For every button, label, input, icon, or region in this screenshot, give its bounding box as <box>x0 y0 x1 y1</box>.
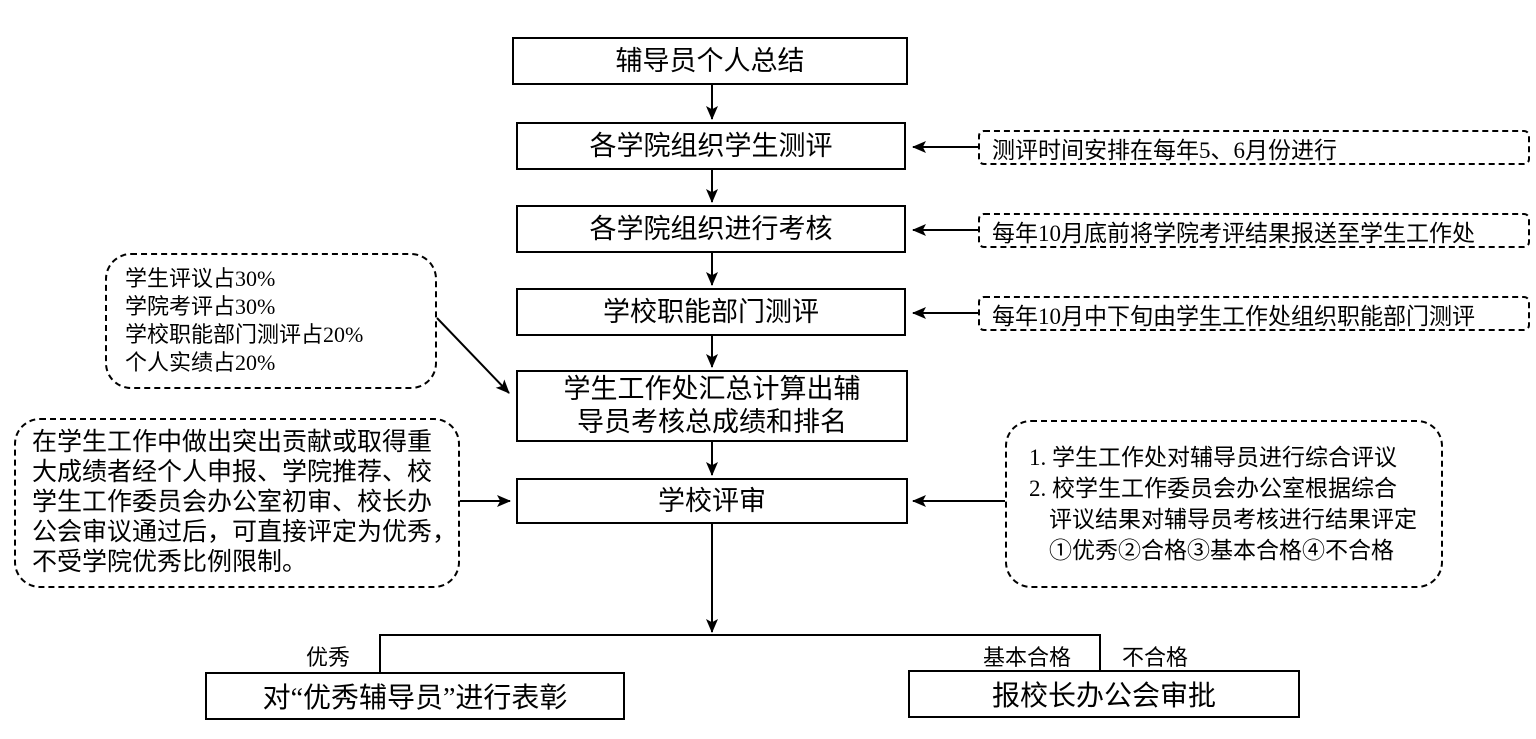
note-direct-excellent-line4: 公会审议通过后，可直接评定为优秀， <box>32 519 458 546</box>
note-weights-line3: 学校职能部门测评占20% <box>125 322 364 347</box>
note-weights-line1: 学生评议占30% <box>125 266 276 291</box>
branch-label-excellent: 优秀 <box>306 645 351 670</box>
note-direct-excellent-line5: 不受学院优秀比例限制。 <box>32 549 308 576</box>
step-student-evaluation-label: 各学院组织学生测评 <box>589 130 833 161</box>
outcome-commend-excellent-label: 对“优秀辅导员”进行表彰 <box>262 683 568 714</box>
outcome-principal-approval: 报校长办公会审批 <box>908 670 1300 718</box>
step-score-summary-line1: 学生工作处汇总计算出辅 <box>563 374 861 404</box>
step-school-review: 学校评审 <box>516 478 908 524</box>
step-score-summary-line2: 导员考核总成绩和排名 <box>577 407 847 437</box>
note-direct-excellent-line1: 在学生工作中做出突出贡献或取得重 <box>32 429 433 456</box>
note-timing-text: 测评时间安排在每年5、6月份进行 <box>992 137 1337 163</box>
note-weights: 学生评议占30% 学院考评占30% 学校职能部门测评占20% 个人实绩占20% <box>105 253 437 389</box>
step-score-summary: 学生工作处汇总计算出辅 导员考核总成绩和排名 <box>516 370 908 442</box>
note-department-text: 每年10月中下旬由学生工作处组织职能部门测评 <box>992 303 1475 329</box>
note-college-report-text: 每年10月底前将学院考评结果报送至学生工作处 <box>992 220 1475 246</box>
outcome-commend-excellent: 对“优秀辅导员”进行表彰 <box>205 672 625 720</box>
step-personal-summary: 辅导员个人总结 <box>512 37 908 85</box>
note-review-procedure-line4: ①优秀②合格③基本合格④不合格 <box>1049 538 1394 563</box>
note-college-report: 每年10月底前将学院考评结果报送至学生工作处 <box>978 213 1530 248</box>
step-department-evaluation: 学校职能部门测评 <box>516 288 906 336</box>
note-direct-excellent: 在学生工作中做出突出贡献或取得重 大成绩者经个人申报、学院推荐、校 学生工作委员… <box>14 418 460 588</box>
note-timing: 测评时间安排在每年5、6月份进行 <box>978 130 1530 165</box>
step-student-evaluation: 各学院组织学生测评 <box>516 122 906 170</box>
note-review-procedure-line1: 1. 学生工作处对辅导员进行综合评议 <box>1029 445 1397 470</box>
step-college-assessment-label: 各学院组织进行考核 <box>589 213 833 244</box>
note-review-procedure-line2: 2. 校学生工作委员会办公室根据综合 <box>1029 476 1397 501</box>
note-direct-excellent-line2: 大成绩者经个人申报、学院推荐、校 <box>32 459 433 486</box>
note-direct-excellent-line3: 学生工作委员会办公室初审、校长办 <box>32 489 433 516</box>
note-weights-line4: 个人实绩占20% <box>125 350 276 375</box>
outcome-principal-approval-label: 报校长办公会审批 <box>991 681 1216 712</box>
note-department: 每年10月中下旬由学生工作处组织职能部门测评 <box>978 296 1530 331</box>
note-review-procedure-line3: 评议结果对辅导员考核进行结果评定 <box>1049 507 1417 532</box>
step-school-review-label: 学校评审 <box>658 485 766 516</box>
step-department-evaluation-label: 学校职能部门测评 <box>603 296 819 327</box>
branch-label-basic-pass: 基本合格 <box>983 645 1072 670</box>
branch-label-fail: 不合格 <box>1122 645 1189 670</box>
note-weights-line2: 学院考评占30% <box>125 294 276 319</box>
step-college-assessment: 各学院组织进行考核 <box>516 205 906 253</box>
note-review-procedure: 1. 学生工作处对辅导员进行综合评议 2. 校学生工作委员会办公室根据综合 评议… <box>1005 420 1443 588</box>
step-personal-summary-label: 辅导员个人总结 <box>615 45 805 76</box>
